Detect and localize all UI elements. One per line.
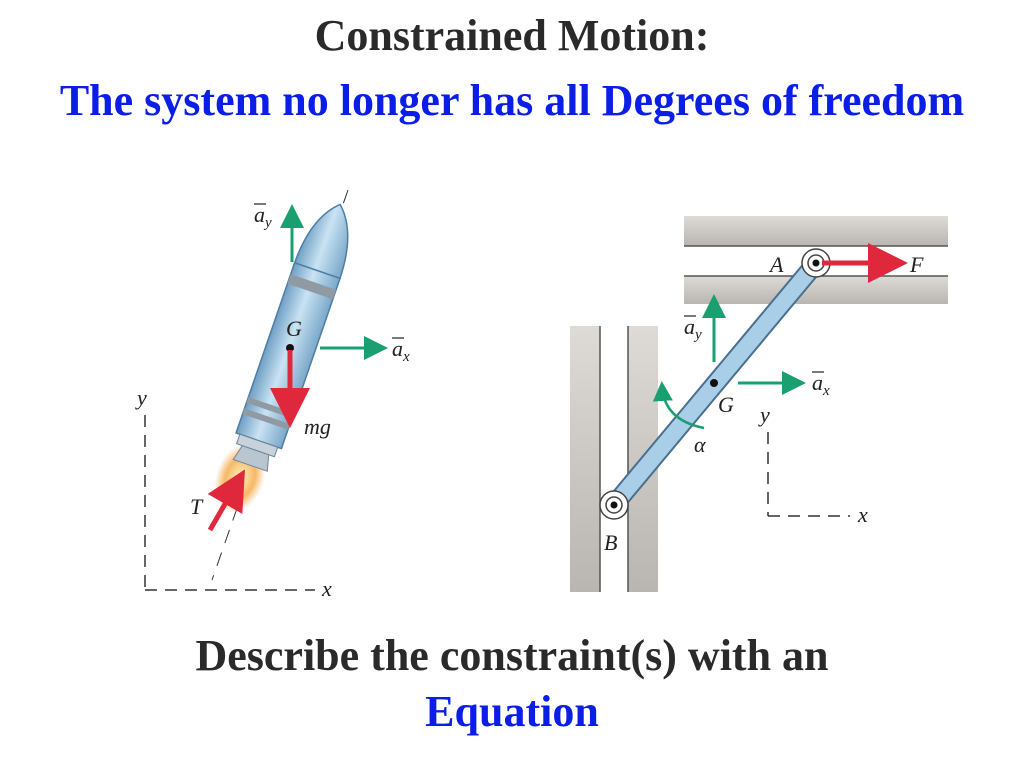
rod-g-label: G — [718, 392, 734, 417]
rod-b-label: B — [604, 530, 617, 555]
slide-subtitle: The system no longer has all Degrees of … — [59, 76, 965, 125]
rocket-ay-label: ay — [254, 202, 272, 231]
rod-axis-x-label: x — [857, 502, 868, 527]
rod-a-label: A — [768, 252, 784, 277]
prompt-line: Describe the constraint(s) with an — [195, 631, 829, 680]
pin-a — [801, 248, 831, 278]
rocket-centerline — [211, 189, 349, 581]
rod-alpha-label: α — [694, 432, 706, 457]
rod-f-label: F — [909, 252, 924, 277]
horizontal-rail-top — [684, 216, 948, 246]
rocket-axis-y-label: y — [135, 385, 147, 410]
vertical-rail-left — [570, 326, 600, 592]
horizontal-rail-bottom — [684, 276, 948, 304]
pin-b — [599, 490, 629, 520]
slide-title: Constrained Motion: — [314, 11, 710, 60]
rocket-thrust-arrow — [207, 469, 245, 532]
rod-ax-label: ax — [812, 370, 830, 399]
rocket-ax-label: ax — [392, 336, 410, 365]
rocket-t-label: T — [190, 494, 204, 519]
rod-alpha-arrow — [652, 381, 705, 430]
prompt-keyword: Equation — [425, 687, 599, 736]
rod-axis-y-label: y — [758, 402, 770, 427]
rod-cg-point — [710, 379, 718, 387]
rocket-mg-label: mg — [304, 414, 331, 439]
rod-ay-label: ay — [684, 314, 702, 343]
rocket-figure: y x ay ax G mg T — [135, 189, 410, 601]
rocket-g-label: G — [286, 316, 302, 341]
rocket-axis-x-label: x — [321, 576, 332, 601]
vertical-rail-slot — [600, 326, 628, 592]
rod-figure: A B F G ay ax α y x — [570, 216, 948, 592]
